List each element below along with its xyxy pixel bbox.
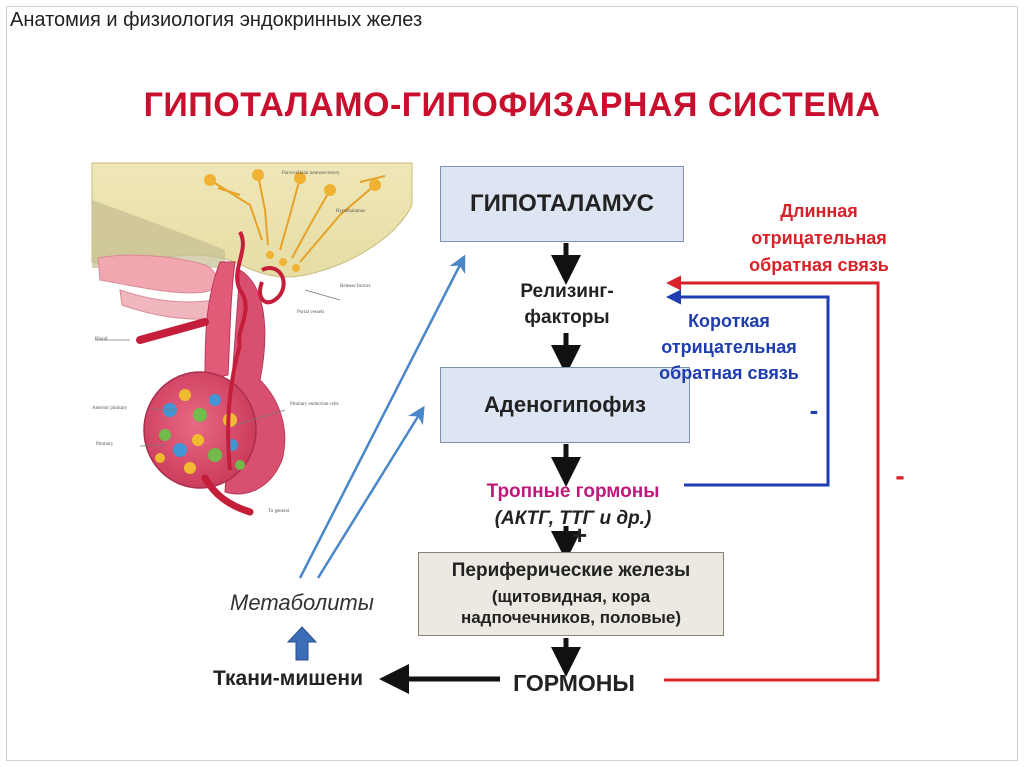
blood-vessel-in bbox=[136, 318, 209, 344]
positive-sign: + bbox=[572, 520, 588, 550]
hypothalamus-label: ГИПОТАЛАМУС bbox=[470, 190, 654, 217]
short-feedback-line-2: отрицательная bbox=[661, 337, 797, 357]
metabolite-arrow-to-adenohypophysis bbox=[316, 405, 425, 579]
svg-text:Pituitary: Pituitary bbox=[96, 442, 114, 447]
svg-text:Hypothalamus: Hypothalamus bbox=[336, 209, 365, 214]
releasing-factors-line-1: Релизинг- bbox=[520, 281, 614, 302]
short-feedback-minus-sign: - bbox=[809, 395, 819, 425]
hypothalamus-box: ГИПОТАЛАМУС bbox=[440, 166, 684, 242]
hormones-label: ГОРМОНЫ bbox=[513, 670, 635, 696]
peripheral-details-line-1: (щитовидная, кора bbox=[491, 587, 651, 606]
adenohypophysis-label: Аденогипофиз bbox=[484, 392, 646, 417]
peripheral-glands-box: Периферические железы (щитовидная, кора … bbox=[418, 552, 724, 636]
svg-text:Release factors: Release factors bbox=[340, 284, 370, 289]
slide-frame bbox=[6, 6, 1018, 761]
hypothalamus-shadow bbox=[92, 200, 225, 268]
short-feedback-line-3: обратная связь bbox=[659, 363, 799, 383]
target-tissues-label: Ткани-мишени bbox=[212, 667, 364, 690]
long-feedback-line-3: обратная связь bbox=[749, 255, 889, 275]
short-feedback-label: Короткая отрицательная обратная связь bbox=[640, 308, 818, 386]
svg-text:Blood: Blood bbox=[95, 337, 108, 342]
tropic-hormones-examples: (АКТГ, ТТГ и др.) bbox=[494, 508, 652, 529]
short-feedback-line-1: Короткая bbox=[688, 311, 770, 331]
long-feedback-minus-sign: - bbox=[895, 460, 905, 491]
releasing-factors-label: Релизинг- факторы bbox=[503, 279, 631, 331]
diagram-title: ГИПОТАЛАМО-ГИПОФИЗАРНАЯ СИСТЕМА bbox=[143, 86, 881, 124]
peripheral-glands-label: Периферические железы bbox=[451, 560, 691, 581]
adenohypophysis-box: Аденогипофиз bbox=[440, 367, 690, 443]
svg-text:Pituitary endocrine cells: Pituitary endocrine cells bbox=[290, 402, 339, 407]
long-feedback-label: Длинная отрицательная обратная связь bbox=[724, 198, 914, 279]
metabolites-label: Метаболиты bbox=[230, 590, 374, 615]
up-arrow-icon bbox=[286, 626, 318, 661]
svg-text:Portal vessels: Portal vessels bbox=[297, 310, 324, 315]
blood-vessel-out bbox=[201, 474, 254, 516]
peripheral-details-line-2: надпочечников, половые) bbox=[460, 608, 682, 627]
metabolite-arrow-to-hypothalamus bbox=[298, 254, 466, 579]
svg-text:To general: To general bbox=[268, 509, 290, 514]
tropic-hormones-label: Тропные гормоны bbox=[486, 481, 660, 502]
svg-text:Parvocellular neurosecretory: Parvocellular neurosecretory bbox=[282, 171, 340, 176]
long-feedback-line bbox=[664, 275, 880, 682]
long-feedback-line-1: Длинная bbox=[780, 201, 858, 221]
releasing-factors-line-2: факторы bbox=[524, 307, 610, 328]
long-feedback-line-2: отрицательная bbox=[751, 228, 887, 248]
slide-header-title: Анатомия и физиология эндокринных желез bbox=[10, 9, 423, 31]
short-feedback-line bbox=[666, 289, 830, 487]
svg-text:Anterior pituitary: Anterior pituitary bbox=[92, 406, 128, 411]
peripheral-glands-details: (щитовидная, кора надпочечников, половые… bbox=[461, 586, 681, 628]
